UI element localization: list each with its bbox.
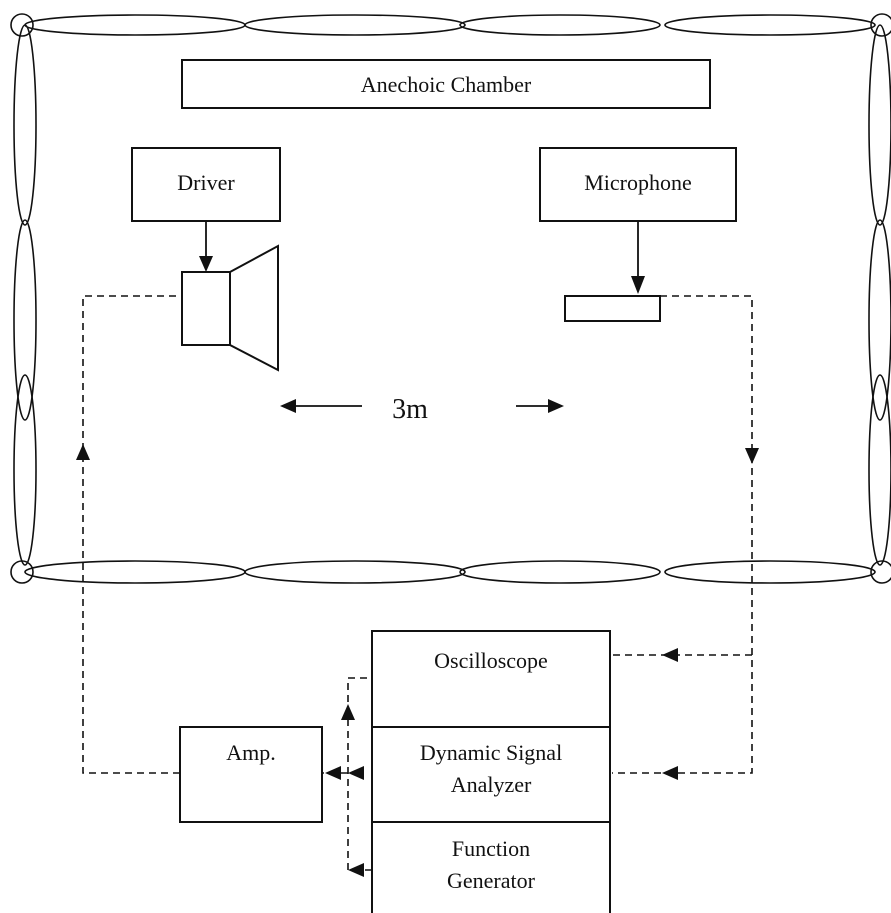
distance-label: 3m — [392, 394, 428, 425]
microphone-sensor-icon — [564, 295, 661, 322]
amp-to-speaker-path — [76, 295, 182, 774]
analyzer-label-line1: Dynamic Signal — [420, 740, 562, 765]
speaker-icon — [181, 244, 279, 372]
driver-arrow — [199, 221, 213, 272]
amp-box: Amp. — [179, 726, 323, 823]
driver-box: Driver — [131, 147, 281, 222]
analyzer-label-line2: Analyzer — [451, 772, 532, 797]
microphone-arrow — [631, 221, 645, 294]
oscilloscope-label: Oscilloscope — [434, 648, 548, 673]
generator-to-amp-path — [322, 677, 372, 877]
chamber-title-box: Anechoic Chamber — [181, 59, 711, 109]
function-generator-label-line2: Generator — [447, 868, 536, 893]
function-generator-label-line1: Function — [452, 836, 530, 861]
distance-indicator: 3m — [280, 394, 564, 425]
chamber-wall — [10, 13, 891, 584]
oscilloscope-box — [371, 630, 611, 728]
chamber-title: Anechoic Chamber — [361, 72, 532, 97]
instrument-stack: Oscilloscope Dynamic Signal Analyzer Fun… — [371, 630, 611, 913]
amp-label: Amp. — [226, 740, 276, 765]
driver-label: Driver — [177, 170, 235, 195]
microphone-label: Microphone — [584, 170, 692, 195]
analyzer-box — [371, 726, 611, 823]
microphone-to-instruments-path — [612, 295, 759, 780]
microphone-box: Microphone — [539, 147, 737, 222]
